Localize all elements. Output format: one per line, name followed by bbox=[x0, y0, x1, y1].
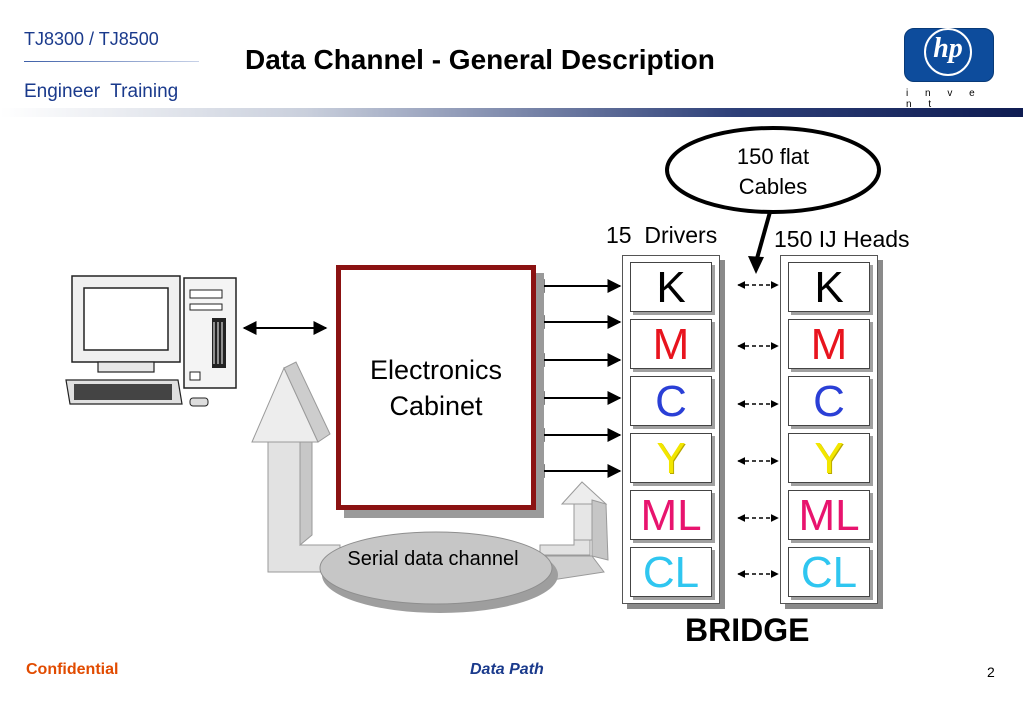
driver-label-ml: ML bbox=[640, 491, 702, 540]
head-cell-y: Y bbox=[788, 433, 870, 483]
driver-cell-cl: CL bbox=[630, 547, 712, 597]
driver-cell-k: K bbox=[630, 262, 712, 312]
training-label: Engineer Training bbox=[24, 81, 179, 102]
head-cell-ml: ML bbox=[788, 490, 870, 540]
drivers-column: K M C Y ML CL bbox=[622, 255, 720, 604]
serial-up-arrow bbox=[251, 361, 341, 573]
page-title: Data Channel - General Description bbox=[245, 44, 715, 75]
header-band bbox=[0, 108, 1023, 117]
serial-channel-ellipse bbox=[319, 531, 553, 605]
driver-label-cl: CL bbox=[642, 548, 700, 597]
drivers-label: 15 Drivers bbox=[606, 222, 718, 248]
callout-line2: Cables bbox=[738, 174, 808, 199]
head-cell-m: M bbox=[788, 319, 870, 369]
head-label-ml: ML bbox=[798, 491, 860, 540]
head-cell-c: C bbox=[788, 376, 870, 426]
header-divider bbox=[24, 61, 199, 62]
callout-bubble bbox=[665, 126, 881, 214]
bridge-label: BRIDGE bbox=[685, 612, 810, 648]
driver-label-y: Y bbox=[656, 434, 686, 483]
callout-label: 150 flat Cables bbox=[728, 144, 818, 200]
serial-channel-label: Serial data channel bbox=[347, 548, 519, 570]
callout-pointer bbox=[754, 211, 772, 263]
driver-links bbox=[530, 279, 622, 478]
head-label-y: Y bbox=[814, 434, 844, 483]
head-label-c: C bbox=[813, 377, 845, 426]
head-label-m: M bbox=[810, 320, 848, 369]
driver-cell-c: C bbox=[630, 376, 712, 426]
driver-label-c: C bbox=[655, 377, 687, 426]
section-label: Data Path bbox=[470, 661, 544, 678]
driver-cell-ml: ML bbox=[630, 490, 712, 540]
page-number: 2 bbox=[987, 664, 995, 680]
confidential-label: Confidential bbox=[26, 661, 119, 678]
heads-column: K M C Y ML CL bbox=[780, 255, 878, 604]
driver-cell-y: Y bbox=[630, 433, 712, 483]
hp-logo-circle bbox=[924, 28, 972, 76]
heads-label: 150 IJ Heads bbox=[774, 226, 910, 252]
cabinet-label-line2: Cabinet bbox=[389, 391, 483, 421]
head-cell-cl: CL bbox=[788, 547, 870, 597]
cabinet-label: Electronics Cabinet bbox=[336, 352, 536, 424]
head-cell-k: K bbox=[788, 262, 870, 312]
callout-line1: 150 flat bbox=[736, 144, 810, 169]
driver-cell-m: M bbox=[630, 319, 712, 369]
driver-label-m: M bbox=[652, 320, 690, 369]
product-name: TJ8300 / TJ8500 bbox=[24, 29, 159, 49]
bridge-links bbox=[737, 281, 779, 578]
head-label-k: K bbox=[814, 263, 844, 312]
computer-icon bbox=[65, 275, 237, 407]
driver-label-k: K bbox=[656, 263, 686, 312]
head-label-cl: CL bbox=[800, 548, 858, 597]
hp-logo-tagline: i n v e n t bbox=[906, 88, 982, 110]
electronics-cabinet bbox=[336, 265, 536, 510]
cabinet-label-line1: Electronics bbox=[369, 355, 503, 385]
hp-logo-text: hp bbox=[933, 33, 963, 64]
